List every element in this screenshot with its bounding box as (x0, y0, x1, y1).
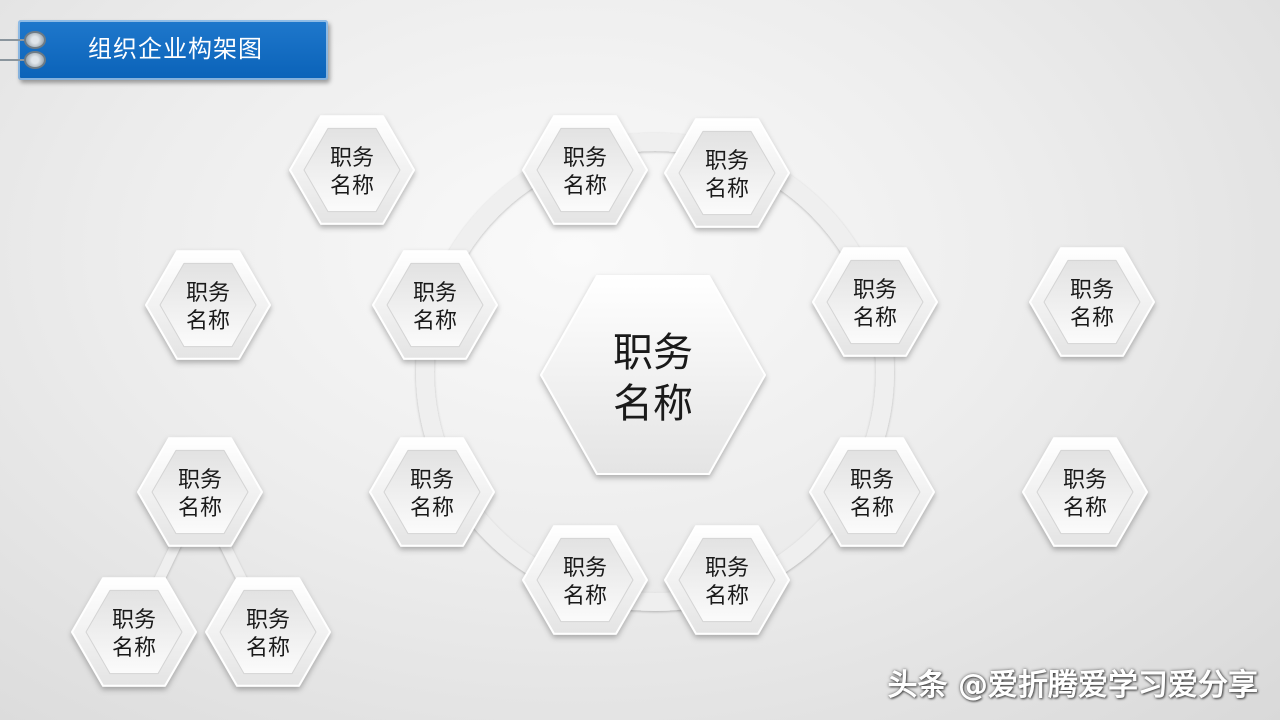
node-label-line1: 职务 (186, 281, 230, 306)
node-label-line2: 名称 (1063, 496, 1107, 521)
binder-line-top (0, 39, 26, 41)
node-label-line1: 职务 (1070, 278, 1114, 303)
center-ring (416, 133, 894, 611)
node-hexagon-inner (386, 262, 484, 348)
node-hexagon-inner (826, 259, 924, 345)
node-label-line1: 职务 (410, 468, 454, 493)
node-label-line1: 职务 (850, 468, 894, 493)
node-label-line1: 职务 (853, 278, 897, 303)
node-label-line2: 名称 (850, 496, 894, 521)
node-label-line2: 名称 (178, 496, 222, 521)
node-hexagon-inner (536, 127, 634, 213)
node-label-line1: 职务 (246, 608, 290, 633)
node-label-line1: 职务 (112, 608, 156, 633)
node-hexagon-inner (159, 262, 257, 348)
node-label-line1: 职务 (178, 468, 222, 493)
title-banner: 组织企业构架图 (18, 20, 328, 80)
node-hexagon-inner (1043, 259, 1141, 345)
page-title: 组织企业构架图 (88, 35, 263, 63)
node-label-line1: 职务 (563, 556, 607, 581)
center-hexagon (540, 275, 766, 475)
node-label-line1: 职务 (1063, 468, 1107, 493)
node-hexagon-inner (151, 449, 249, 535)
node-label-line1: 职务 (330, 146, 374, 171)
node-hexagon-inner (823, 449, 921, 535)
node-hexagon-inner (303, 127, 401, 213)
node-label-line1: 职务 (563, 146, 607, 171)
node-label-line2: 名称 (410, 496, 454, 521)
node-label-line2: 名称 (563, 174, 607, 199)
node-label-line2: 名称 (705, 584, 749, 609)
node-label-line1: 职务 (705, 556, 749, 581)
node-hexagon-inner (85, 589, 183, 675)
node-hexagon-inner (383, 449, 481, 535)
node-label-line2: 名称 (246, 636, 290, 661)
center-label-line1: 职务 (613, 330, 693, 376)
node-label-line2: 名称 (1070, 306, 1114, 331)
node-label-line2: 名称 (330, 174, 374, 199)
node-hexagon-inner (678, 130, 776, 216)
node-hexagon-inner (536, 537, 634, 623)
node-label-line1: 职务 (413, 281, 457, 306)
watermark: 头条 @爱折腾爱学习爱分享 (887, 668, 1258, 703)
binder-ring-bottom-icon (24, 51, 46, 69)
node-label-line2: 名称 (112, 636, 156, 661)
node-label-line2: 名称 (705, 177, 749, 202)
position-nodes: 职务名称职务名称职务名称职务名称职务名称职务名称职务名称职务名称职务名称职务名称… (71, 115, 1155, 687)
node-label-line2: 名称 (413, 309, 457, 334)
center-label-line2: 名称 (613, 381, 693, 427)
center-node: 职务 名称 (540, 275, 766, 475)
node-label-line1: 职务 (705, 149, 749, 174)
binder-ring-top-icon (24, 31, 46, 49)
node-hexagon-inner (219, 589, 317, 675)
node-hexagon-inner (1036, 449, 1134, 535)
node-label-line2: 名称 (563, 584, 607, 609)
node-label-line2: 名称 (186, 309, 230, 334)
binder-line-bottom (0, 59, 26, 61)
node-label-line2: 名称 (853, 306, 897, 331)
node-hexagon-inner (678, 537, 776, 623)
